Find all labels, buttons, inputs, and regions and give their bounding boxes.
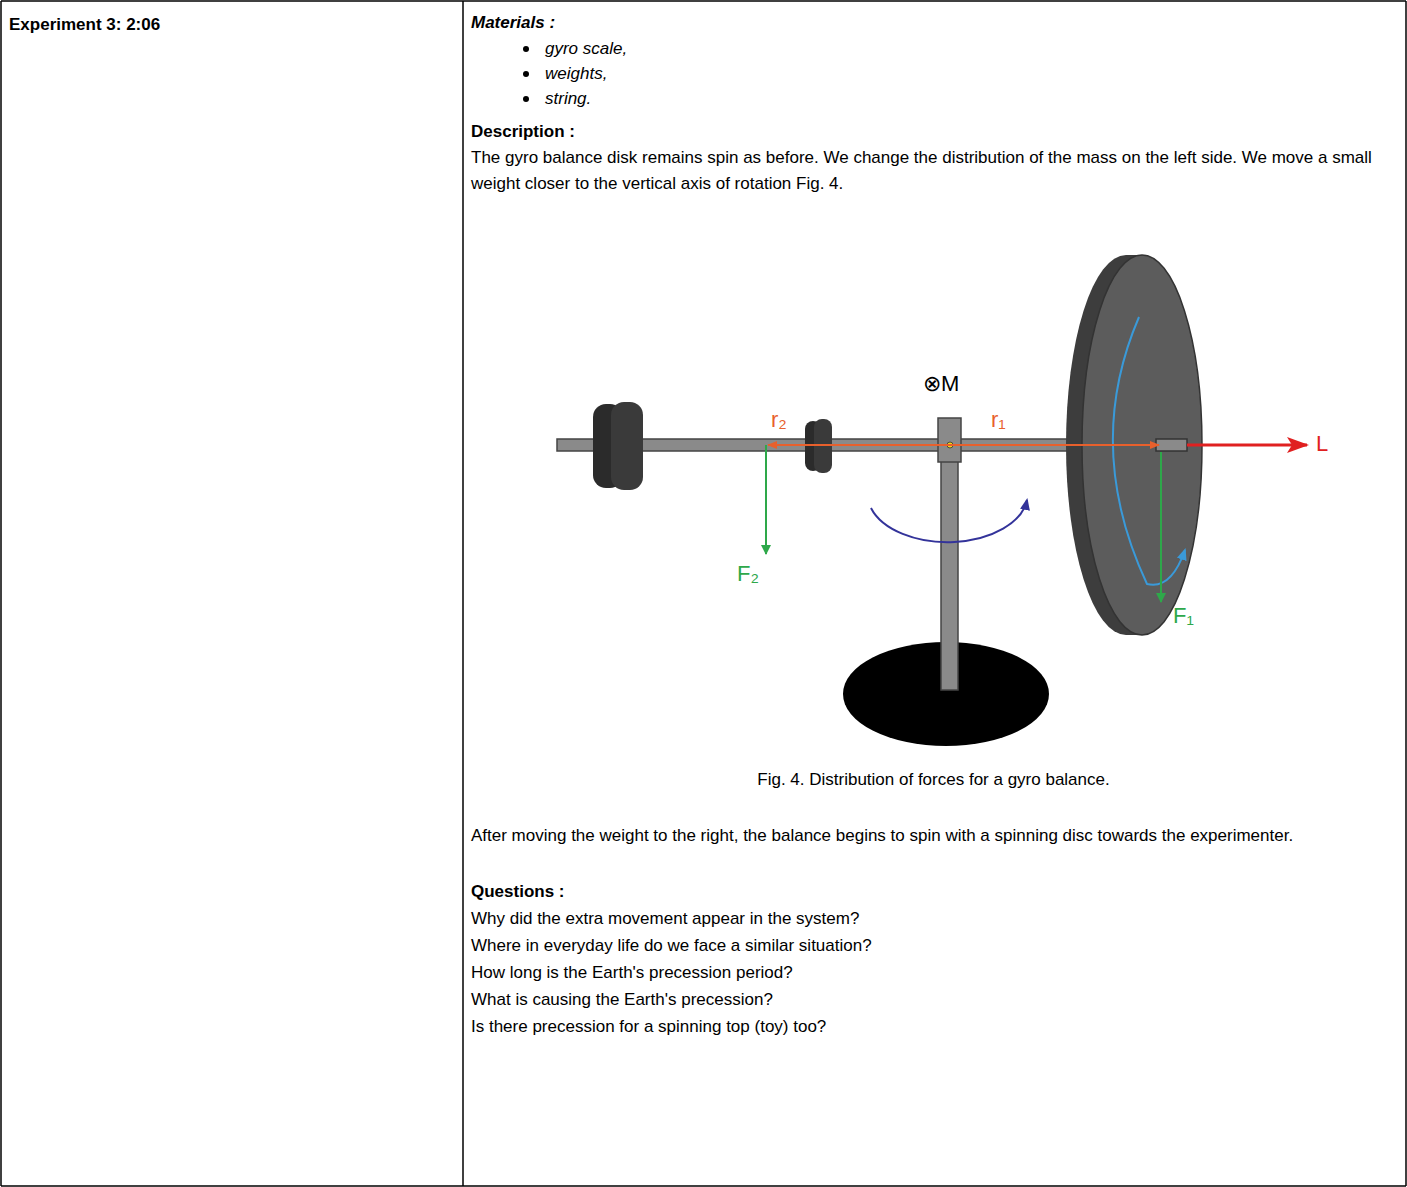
lever-arm-label: r₁ — [991, 408, 1006, 432]
question-text: Where in everyday life do we face a simi… — [471, 932, 1396, 959]
figure-caption: Fig. 4. Distribution of forces for a gyr… — [471, 767, 1396, 793]
question-text: Is there precession for a spinning top (… — [471, 1013, 1396, 1040]
lever-arm-label: r₂ — [771, 408, 787, 432]
pivot-block — [938, 418, 961, 462]
section-heading: Description : — [471, 119, 1396, 145]
spin-arrow — [1113, 317, 1185, 585]
force-label: F₂ — [737, 562, 759, 586]
bullet-dot — [523, 96, 529, 102]
observation-text: After moving the weight to the right, th… — [471, 823, 1396, 849]
left-cell: Experiment 3: 2:06 — [9, 12, 454, 38]
bullet-dot — [523, 71, 529, 77]
lever-arm-r2 — [768, 444, 950, 446]
question-text: What is causing the Earth's precession? — [471, 986, 1396, 1013]
vector-label: L — [1316, 432, 1328, 456]
table-border — [0, 1, 2, 1186]
table-border — [1, 1185, 1406, 1187]
table-border — [1, 0, 1406, 2]
right-cell: Materials : gyro scale, weights, string. Des… — [471, 10, 1396, 1040]
gyro-balance-illustration — [471, 212, 1396, 757]
gyro-figure: ⊗M r₂ r₁ L F₂ F₁ — [471, 212, 1396, 757]
table-border — [1405, 1, 1407, 1186]
force-f1-arrow — [1160, 452, 1162, 602]
description-text: The gyro balance disk remains spin as be… — [471, 145, 1396, 197]
precession-arrow — [871, 500, 1027, 542]
section-heading: Materials : — [471, 10, 1396, 36]
section-heading: Questions : — [471, 879, 1396, 905]
force-f2-arrow — [765, 445, 767, 554]
counterweight — [593, 402, 643, 490]
material-text: string. — [545, 89, 591, 108]
experiment-title: Experiment 3: 2:06 — [9, 12, 454, 38]
material-item: string. — [471, 86, 1396, 111]
angular-momentum-arrow — [1187, 444, 1307, 447]
stand-post — [941, 460, 958, 690]
bullet-dot — [523, 46, 529, 52]
column-divider — [462, 1, 464, 1186]
material-text: weights, — [545, 64, 607, 83]
question-text: Why did the extra movement appear in the… — [471, 905, 1396, 932]
force-label: F₁ — [1173, 604, 1194, 628]
moment-label: ⊗M — [923, 372, 959, 396]
material-item: gyro scale, — [471, 36, 1396, 61]
lever-arm-r1 — [950, 444, 1159, 446]
material-text: gyro scale, — [545, 39, 627, 58]
axle-stub — [1156, 439, 1187, 451]
material-item: weights, — [471, 61, 1396, 86]
question-text: How long is the Earth's precession perio… — [471, 959, 1396, 986]
